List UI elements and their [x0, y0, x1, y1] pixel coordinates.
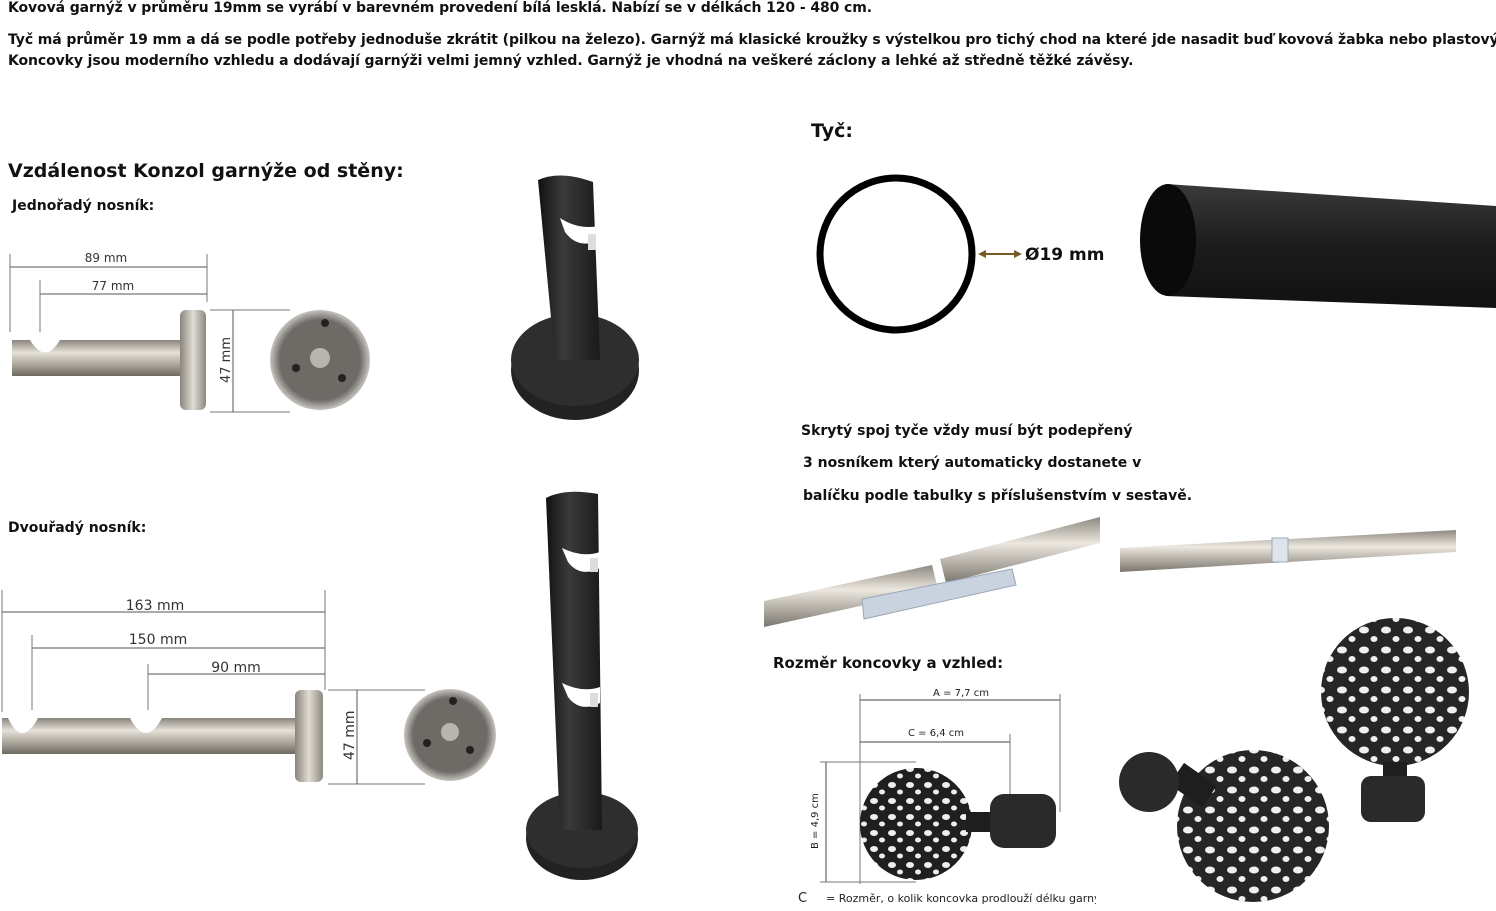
finial-dimension-diagram: A = 7,7 cm C = 6,4 cm B = 4,9 cm C = Roz…	[798, 688, 1096, 906]
finial-dim-b: B = 4,9 cm	[810, 793, 821, 849]
single-bracket-diagram: 89 mm 77 mm 47 mm	[9, 251, 370, 413]
finial-caption-letter: C	[798, 891, 807, 906]
finial-ball-upright	[1321, 618, 1469, 766]
double-dim-inner: 90 mm	[211, 660, 261, 676]
rod-photo	[1140, 184, 1496, 308]
double-bracket-label: Dvouřadý nosník:	[8, 520, 147, 536]
finial-socket	[990, 794, 1056, 848]
finial-photo	[1119, 618, 1469, 902]
single-dim-height: 47 mm	[219, 337, 234, 383]
bracket-section-title: Vzdálenost Konzol garnýže od stěny:	[8, 160, 404, 182]
single-bracket-label: Jednořadý nosník:	[12, 198, 155, 214]
rod-seat	[30, 340, 60, 353]
rod-diameter: Ø19 mm	[1025, 245, 1104, 265]
finial-section-title: Rozměr koncovky a vzhled:	[773, 654, 1004, 672]
single-dim-total: 89 mm	[85, 251, 127, 265]
wall-plate	[180, 310, 206, 410]
intro-line-2: Tyč má průměr 19 mm a dá se podle potřeb…	[8, 32, 1496, 48]
rod-section-title: Tyč:	[811, 120, 853, 142]
intro-line-3: Koncovky jsou moderního vzhledu a dodáva…	[8, 53, 1134, 69]
rod-joint-photo-1	[764, 517, 1100, 627]
rod-circle	[816, 174, 976, 334]
intro-line-1: Kovová garnýž v průměru 19mm se vyrábí v…	[8, 0, 872, 16]
double-bracket-photo	[526, 491, 638, 880]
finial-ball	[860, 768, 972, 880]
joint-note-line-2: 3 nosníkem který automaticky dostanete v	[803, 455, 1142, 471]
finial-ball-side	[1177, 750, 1329, 902]
double-dim-height: 47 mm	[342, 710, 358, 760]
joint-note-line-1: Skrytý spoj tyče vždy musí být podepřený	[801, 423, 1133, 439]
single-dim-inner: 77 mm	[92, 279, 134, 293]
rod-cross-section: Ø19 mm	[816, 174, 1104, 334]
single-bracket-photo	[511, 175, 639, 420]
finial-dim-c: C = 6,4 cm	[908, 728, 964, 739]
double-bracket-diagram: 163 mm 150 mm 90 mm 47 mm	[1, 590, 496, 785]
joint-note-line-3: balíčku podle tabulky s příslušenstvím v…	[803, 488, 1193, 504]
finial-dim-a: A = 7,7 cm	[933, 688, 989, 699]
double-wall-plate	[295, 690, 323, 782]
finial-caption-text: = Rozměr, o kolik koncovka prodlouží dél…	[826, 892, 1096, 905]
double-dim-mid: 150 mm	[129, 632, 187, 648]
double-dim-total: 163 mm	[126, 598, 184, 614]
rod-joint-photo-2	[1120, 530, 1456, 572]
